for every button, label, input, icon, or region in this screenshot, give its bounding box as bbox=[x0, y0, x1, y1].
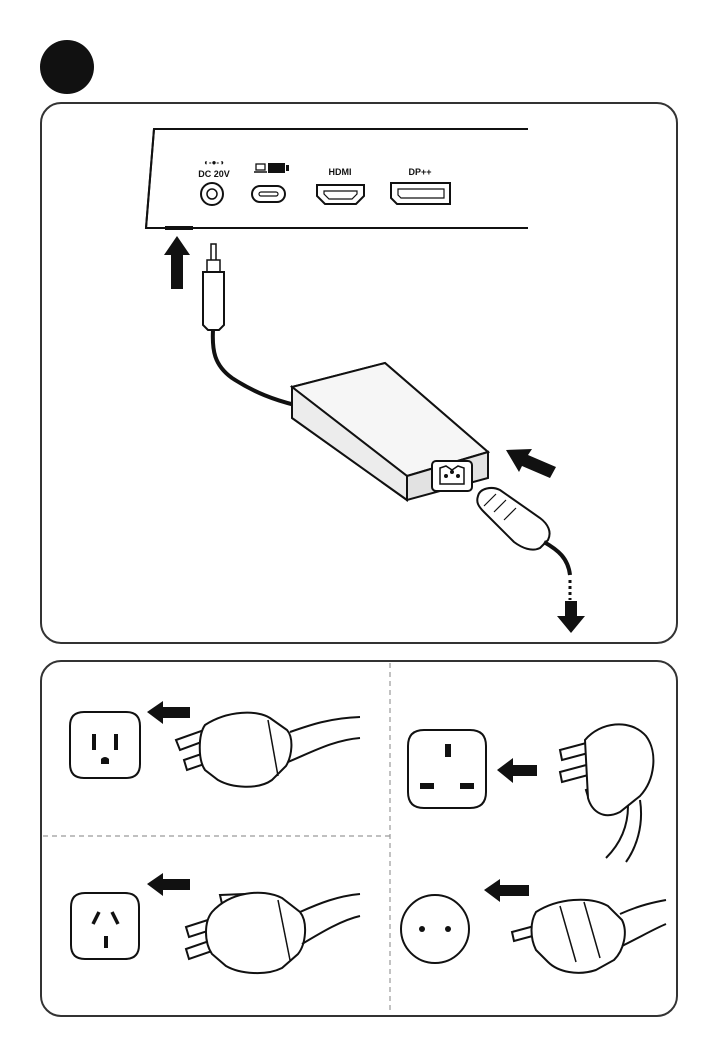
eu-arrow-icon bbox=[484, 879, 529, 902]
uk-outlet-icon bbox=[408, 730, 486, 808]
uk-arrow-icon bbox=[497, 758, 537, 783]
step-badge-icon bbox=[40, 40, 94, 94]
insert-up-arrow-icon bbox=[164, 236, 190, 289]
eu-plug-icon bbox=[512, 900, 666, 973]
uk-plug-icon bbox=[560, 724, 653, 862]
hdmi-label: HDMI bbox=[329, 167, 352, 177]
power-adapter-icon bbox=[292, 363, 488, 500]
au-arrow-icon bbox=[147, 873, 190, 896]
cable-down-arrow-icon bbox=[557, 601, 585, 633]
dc-symbol-label: ◐-●-◑ bbox=[204, 158, 224, 167]
dc-plug-icon bbox=[203, 244, 295, 405]
au-plug-icon bbox=[186, 893, 360, 973]
us-arrow-icon bbox=[147, 701, 190, 724]
eu-outlet-icon bbox=[401, 895, 469, 963]
us-outlet-icon bbox=[70, 712, 140, 778]
au-outlet-icon bbox=[71, 893, 139, 959]
c5-plug-icon bbox=[477, 488, 570, 600]
us-plug-icon bbox=[176, 713, 360, 787]
dc-voltage-label: DC 20V bbox=[198, 169, 230, 179]
insert-left-arrow-icon bbox=[506, 449, 556, 478]
dp-label: DP++ bbox=[408, 167, 431, 177]
